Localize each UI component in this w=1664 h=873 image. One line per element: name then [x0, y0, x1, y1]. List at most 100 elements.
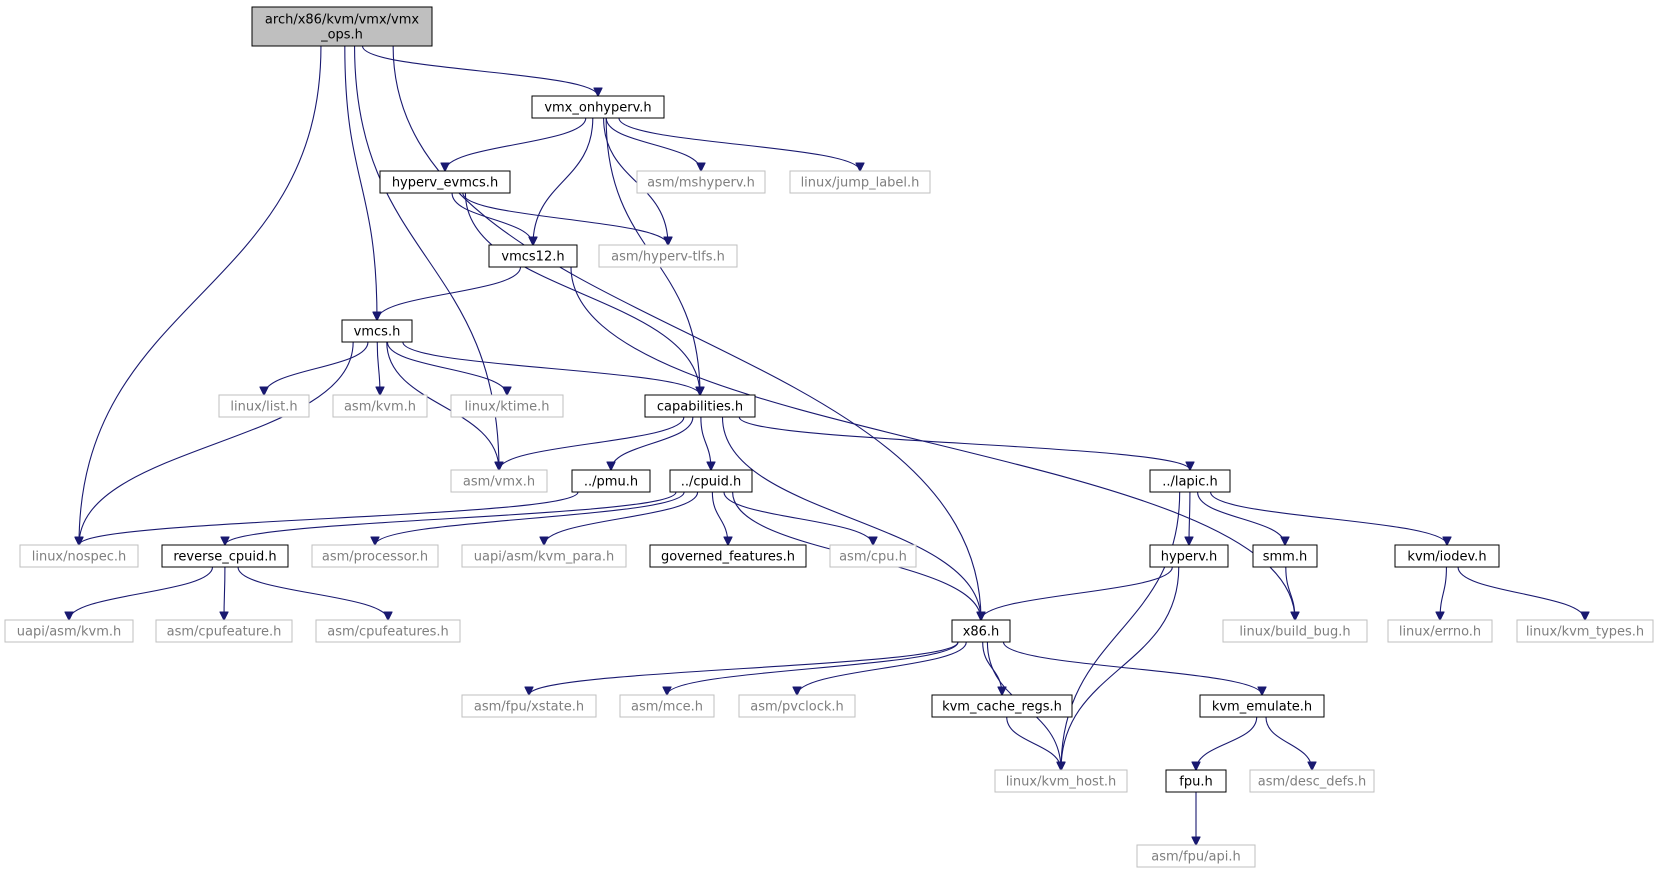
- node-box: [461, 694, 597, 718]
- node-uapi-kvm-para: uapi/asm/kvm_para.h: [461, 544, 627, 568]
- node-box: [1149, 544, 1229, 568]
- node-root[interactable]: arch/x86/kvm/vmx/vmx_ops.h: [251, 6, 433, 47]
- node-box: [218, 394, 310, 418]
- node-label: smm.h: [1263, 550, 1307, 565]
- edge-vmx_onhyperv-to-linux_jump_label: [618, 117, 860, 171]
- edge-kvm_emulate-to-fpu: [1196, 716, 1258, 770]
- edge-vmcs-to-linux_list: [264, 341, 369, 395]
- node-hyperv-evmcs[interactable]: hyperv_evmcs.h: [379, 170, 511, 194]
- node-box: [488, 244, 578, 268]
- node-box: [4, 619, 134, 643]
- node-label: asm/cpufeatures.h: [327, 625, 449, 640]
- node-linux-kvm-types: linux/kvm_types.h: [1516, 619, 1654, 643]
- node-linux-ktime: linux/ktime.h: [450, 394, 564, 418]
- edge-vmcs-to-asm_vmx: [386, 341, 499, 470]
- node-asm-cpu: asm/cpu.h: [829, 544, 917, 568]
- edge-vmcs-to-asm_kvm: [377, 341, 380, 395]
- edge-x86-to-kvm_emulate: [1002, 641, 1262, 695]
- node-capabilities[interactable]: capabilities.h: [644, 394, 756, 418]
- node-linux-list: linux/list.h: [218, 394, 310, 418]
- node-label: ../cpuid.h: [681, 475, 742, 490]
- edge-vmcs12-to-vmcs: [377, 266, 522, 320]
- node-label: asm/mshyperv.h: [647, 176, 755, 191]
- node-label: fpu.h: [1179, 775, 1212, 790]
- node-label: linux/errno.h: [1399, 625, 1481, 640]
- node-box: [332, 394, 428, 418]
- edge-kvm_cache_regs-to-linux_kvm_host: [1006, 716, 1061, 770]
- node-label: kvm/iodev.h: [1407, 550, 1486, 565]
- edge-pmu-to-linux_nospec: [79, 491, 579, 545]
- node-label: asm/vmx.h: [463, 475, 535, 490]
- edge-cpuid-to-uapi_kvm_para: [544, 491, 699, 545]
- node-kvm-cache-regs[interactable]: kvm_cache_regs.h: [931, 694, 1073, 718]
- node-reverse-cpuid[interactable]: reverse_cpuid.h: [161, 544, 289, 568]
- node-label: asm/cpufeature.h: [167, 625, 282, 640]
- edge-hyperv_evmcs-to-capabilities: [464, 192, 700, 395]
- node-label: asm/fpu/api.h: [1151, 850, 1240, 865]
- node-kvm-emulate[interactable]: kvm_emulate.h: [1199, 694, 1325, 718]
- edge-capabilities-to-asm_vmx: [499, 416, 685, 470]
- node-box: [311, 544, 439, 568]
- edge-root-to-vmcs: [344, 45, 377, 320]
- node-box: [155, 619, 293, 643]
- edge-x86-to-asm_pvclock: [797, 641, 967, 695]
- node-label: linux/build_bug.h: [1239, 625, 1350, 640]
- node-asm-vmx: asm/vmx.h: [450, 469, 548, 493]
- node-box: [789, 170, 931, 194]
- edge-smm-to-linux_build_bug: [1285, 566, 1295, 620]
- node-hyperv[interactable]: hyperv.h: [1149, 544, 1229, 568]
- edge-kvm_emulate-to-asm_desc_defs: [1265, 716, 1312, 770]
- node-lapic[interactable]: ../lapic.h: [1149, 469, 1231, 493]
- node-label: vmcs12.h: [501, 250, 564, 265]
- node-kvm-iodev[interactable]: kvm/iodev.h: [1394, 544, 1500, 568]
- node-asm-hyperv-tlfs: asm/hyperv-tlfs.h: [598, 244, 738, 268]
- node-box: [829, 544, 917, 568]
- edge-capabilities-to-lapic: [738, 416, 1190, 470]
- edge-root-to-linux_nospec: [79, 45, 322, 545]
- edge-hyperv_evmcs-to-asm_hyperv_tlfs: [462, 192, 668, 245]
- node-vmcs12[interactable]: vmcs12.h: [488, 244, 578, 268]
- node-label: x86.h: [963, 625, 1000, 640]
- edge-reverse_cpuid-to-asm_cpufeatures: [237, 566, 388, 620]
- node-linux-jump-label: linux/jump_label.h: [789, 170, 931, 194]
- node-box: [1387, 619, 1493, 643]
- node-box: [341, 319, 413, 343]
- node-asm-kvm: asm/kvm.h: [332, 394, 428, 418]
- node-asm-fpu-xstate: asm/fpu/xstate.h: [461, 694, 597, 718]
- node-box: [379, 170, 511, 194]
- node-asm-mshyperv: asm/mshyperv.h: [636, 170, 766, 194]
- node-label: asm/desc_defs.h: [1258, 775, 1366, 790]
- node-label: asm/processor.h: [322, 550, 428, 565]
- node-label: asm/fpu/xstate.h: [474, 700, 584, 715]
- edge-vmcs-to-linux_ktime: [386, 341, 507, 395]
- node-label: linux/jump_label.h: [801, 176, 920, 191]
- edge-vmx_onhyperv-to-asm_hyperv_tlfs: [603, 117, 668, 245]
- node-label: kvm_cache_regs.h: [942, 700, 1062, 715]
- node-asm-processor: asm/processor.h: [311, 544, 439, 568]
- node-cpuid[interactable]: ../cpuid.h: [669, 469, 753, 493]
- node-box: [994, 769, 1128, 793]
- edge-lapic-to-linux_kvm_host: [1061, 491, 1181, 770]
- node-label: linux/list.h: [230, 400, 297, 415]
- node-smm[interactable]: smm.h: [1252, 544, 1318, 568]
- edge-cpuid-to-asm_processor: [375, 491, 685, 545]
- node-label: governed_features.h: [661, 550, 795, 565]
- node-fpu[interactable]: fpu.h: [1165, 769, 1227, 793]
- node-label: linux/nospec.h: [32, 550, 127, 565]
- edge-vmcs-to-linux_nospec: [79, 341, 354, 545]
- node-label: arch/x86/kvm/vmx/vmx: [265, 13, 419, 28]
- node-box: [931, 694, 1073, 718]
- node-governed-features[interactable]: governed_features.h: [649, 544, 807, 568]
- node-x86[interactable]: x86.h: [951, 619, 1011, 643]
- node-box: [1249, 769, 1375, 793]
- node-box: [636, 170, 766, 194]
- edge-reverse_cpuid-to-uapi_asm_kvm: [69, 566, 214, 620]
- node-vmx-onhyperv[interactable]: vmx_onhyperv.h: [531, 95, 665, 119]
- node-pmu[interactable]: ../pmu.h: [571, 469, 651, 493]
- node-vmcs[interactable]: vmcs.h: [341, 319, 413, 343]
- node-linux-kvm-host: linux/kvm_host.h: [994, 769, 1128, 793]
- node-label: vmx_onhyperv.h: [544, 101, 651, 116]
- node-linux-build-bug: linux/build_bug.h: [1222, 619, 1368, 643]
- node-box: [315, 619, 461, 643]
